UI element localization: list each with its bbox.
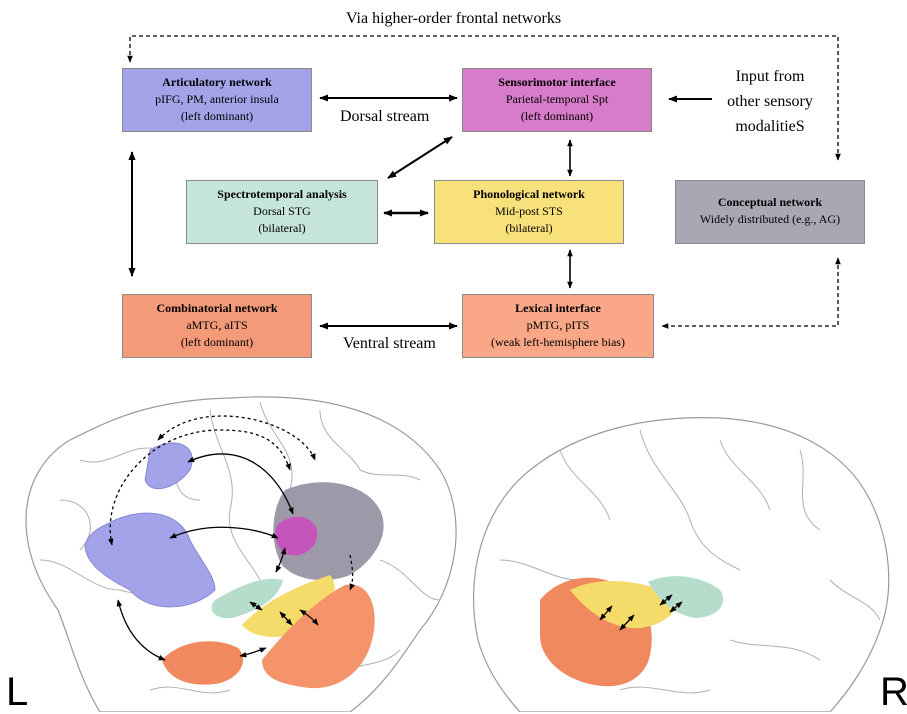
articulatory-line1: pIFG, PM, anterior insula bbox=[155, 92, 279, 106]
ventral-stream-label: Ventral stream bbox=[343, 335, 436, 352]
top-feedback-label: Via higher-order frontal networks bbox=[345, 10, 562, 27]
phonological-title: Phonological network bbox=[473, 187, 585, 201]
top-diagram-arrows bbox=[127, 35, 841, 330]
right-brain-arrow-c bbox=[659, 594, 673, 606]
left-conceptual-region bbox=[273, 482, 384, 581]
input-label-line1: Input from bbox=[735, 68, 805, 85]
phonological-network-box: Phonological network Mid-post STS (bilat… bbox=[434, 180, 624, 244]
combinatorial-title: Combinatorial network bbox=[156, 301, 278, 315]
left-combinatorial-region bbox=[162, 641, 244, 685]
phonological-line1: Mid-post STS bbox=[495, 204, 563, 218]
right-spectrotemporal-region bbox=[648, 576, 724, 618]
right-hemisphere-brain bbox=[473, 417, 890, 712]
left-brain-arrow-e bbox=[249, 601, 263, 611]
left-brain-arrow-f bbox=[275, 547, 287, 573]
sensorimotor-interface-box: Sensorimotor interface Parietal-temporal… bbox=[462, 68, 652, 132]
lexical-line2: (weak left-hemisphere bias) bbox=[491, 335, 625, 349]
right-hemisphere-label: R bbox=[880, 670, 907, 714]
left-lexical-region bbox=[262, 584, 375, 689]
frontal-feedback-dashed-arrow bbox=[127, 35, 841, 161]
spectrotemporal-line1: Dorsal STG bbox=[253, 204, 311, 218]
articulatory-network-box: Articulatory network pIFG, PM, anterior … bbox=[122, 68, 312, 132]
combinatorial-network-box: Combinatorial network aMTG, aITS (left d… bbox=[122, 294, 312, 358]
lexical-line1: pMTG, pITS bbox=[526, 318, 590, 332]
left-brain-arrow-g bbox=[299, 609, 319, 626]
left-hemisphere-brain bbox=[25, 396, 457, 712]
spectrotemporal-line2: (bilateral) bbox=[258, 221, 306, 235]
left-brain-arrow-c bbox=[116, 599, 166, 661]
dorsal-stream-label: Dorsal stream bbox=[340, 108, 430, 125]
conceptual-network-box: Conceptual network Widely distributed (e… bbox=[675, 180, 865, 244]
combinatorial-line1: aMTG, aITS bbox=[186, 318, 248, 332]
left-hemisphere-label: L bbox=[6, 670, 29, 714]
spectrotemporal-title: Spectrotemporal analysis bbox=[217, 187, 347, 201]
lexical-title: Lexical interface bbox=[515, 301, 601, 315]
articulatory-title: Articulatory network bbox=[162, 75, 272, 89]
left-brain-arrow-d bbox=[239, 647, 267, 658]
right-brain-arrow-b bbox=[619, 614, 635, 631]
right-brain-arrow-d bbox=[669, 601, 683, 613]
lexical-interface-box: Lexical interface pMTG, pITS (weak left-… bbox=[462, 294, 654, 358]
conceptual-line1: Widely distributed (e.g., AG) bbox=[699, 212, 841, 226]
combinatorial-line2: (left dominant) bbox=[180, 335, 254, 349]
right-brain-outline bbox=[473, 417, 890, 712]
left-spectrotemporal-region bbox=[211, 578, 283, 619]
spectrotemporal-sensorimotor-arrow bbox=[387, 136, 453, 179]
spectrotemporal-analysis-box: Spectrotemporal analysis Dorsal STG (bil… bbox=[186, 180, 378, 244]
left-brain-arrow-h bbox=[279, 611, 293, 626]
conceptual-lexical-dashed-arrow bbox=[661, 257, 841, 329]
conceptual-title: Conceptual network bbox=[717, 195, 823, 209]
sensorimotor-line1: Parietal-temporal Spt bbox=[505, 92, 609, 106]
input-label-line3: modalitieS bbox=[735, 118, 805, 135]
sensorimotor-title: Sensorimotor interface bbox=[498, 75, 616, 89]
right-brain-arrow-a bbox=[599, 605, 613, 621]
phonological-line2: (bilateral) bbox=[505, 221, 553, 235]
sensorimotor-line2: (left dominant) bbox=[520, 109, 594, 123]
input-label-line2: other sensory bbox=[727, 93, 813, 110]
left-brain-dashed-c bbox=[349, 554, 355, 591]
articulatory-line2: (left dominant) bbox=[180, 109, 254, 123]
right-phonological-region bbox=[570, 580, 677, 629]
